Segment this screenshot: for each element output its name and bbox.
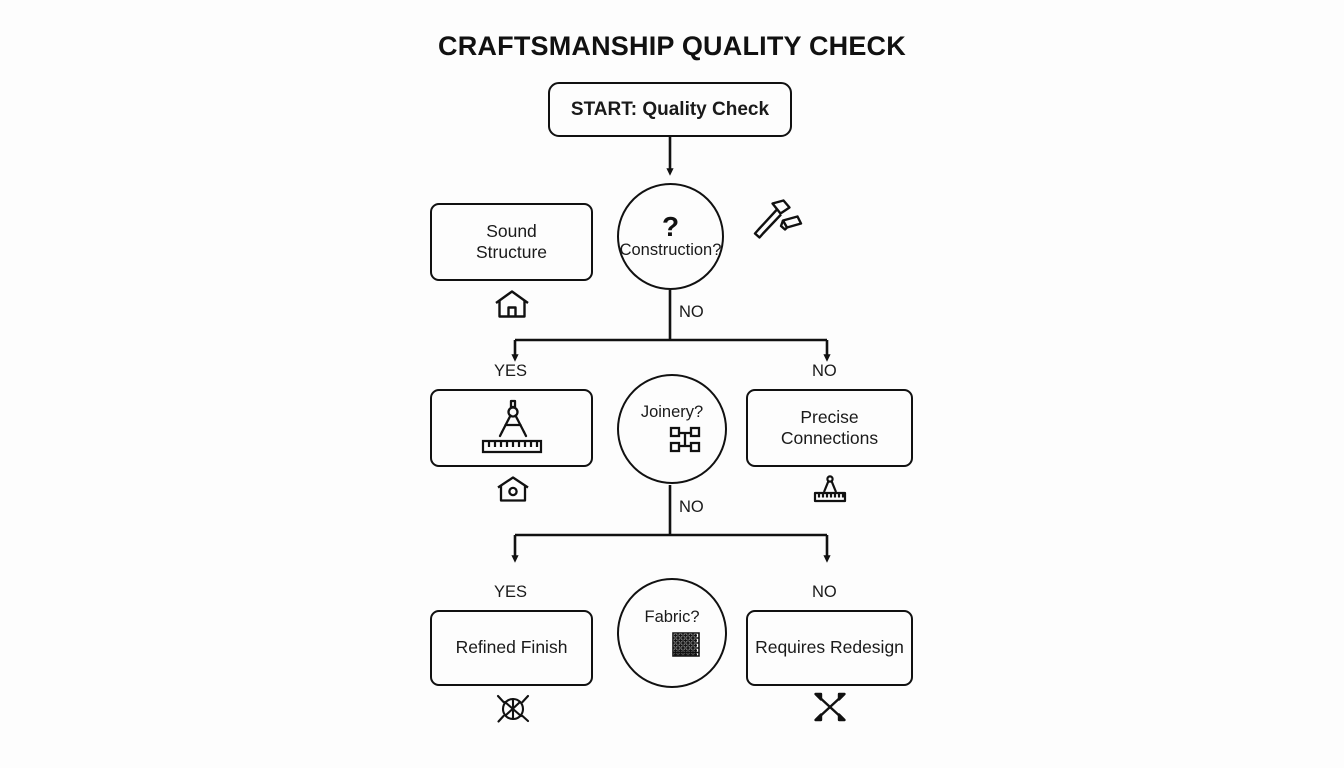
node-outcome-sound-structure[interactable]: Sound Structure [430, 203, 593, 281]
hammer-icon [753, 199, 803, 239]
node-outcome-requires-redesign-label: Requires Redesign [755, 637, 904, 658]
node-start-label: START: Quality Check [570, 98, 770, 120]
question-mark-icon: ? [661, 210, 680, 242]
node-decision-fabric-label: Fabric? [644, 608, 700, 627]
node-outcome-requires-redesign[interactable]: Requires Redesign [746, 610, 913, 686]
node-decision-fabric[interactable]: Fabric? [617, 578, 727, 688]
page-title: CRAFTSMANSHIP QUALITY CHECK [438, 31, 906, 61]
node-decision-joinery[interactable]: Joinery? [617, 374, 727, 484]
node-outcome-refined-finish-label: Refined Finish [455, 637, 568, 658]
node-outcome-refined-finish[interactable]: Refined Finish [430, 610, 593, 686]
hammer-wrench-icon [814, 692, 846, 722]
edge-label-construction-yes: YES [494, 362, 528, 380]
node-decision-construction[interactable]: ? Construction? [617, 183, 724, 290]
edge-label-joinery-no-stem: NO [679, 498, 704, 516]
node-outcome-sound-structure-label: Sound Structure [476, 220, 547, 262]
fabric-swatch-icon [672, 631, 700, 657]
node-start[interactable]: START: Quality Check [548, 82, 792, 137]
compass-icon [481, 399, 542, 454]
yarn-ball-icon [496, 694, 530, 723]
edge-label-joinery-no: NO [812, 583, 837, 601]
joint-icon [669, 426, 701, 452]
edge-label-construction-no-stem: NO [679, 303, 704, 321]
node-decision-joinery-label: Joinery? [640, 403, 704, 422]
node-decision-construction-label: Construction? [619, 241, 722, 260]
node-outcome-precise-connections[interactable]: Precise Connections [746, 389, 913, 467]
house-icon [495, 290, 529, 318]
house-window-icon [497, 476, 529, 502]
compass-ruler-icon [813, 475, 847, 503]
edge-label-construction-no: NO [812, 362, 837, 380]
ruler-icon [481, 439, 542, 454]
edge-label-joinery-yes: YES [494, 583, 528, 601]
node-outcome-precise-connections-label: Precise Connections [780, 406, 879, 448]
node-outcome-joinery-yes[interactable] [430, 389, 593, 467]
